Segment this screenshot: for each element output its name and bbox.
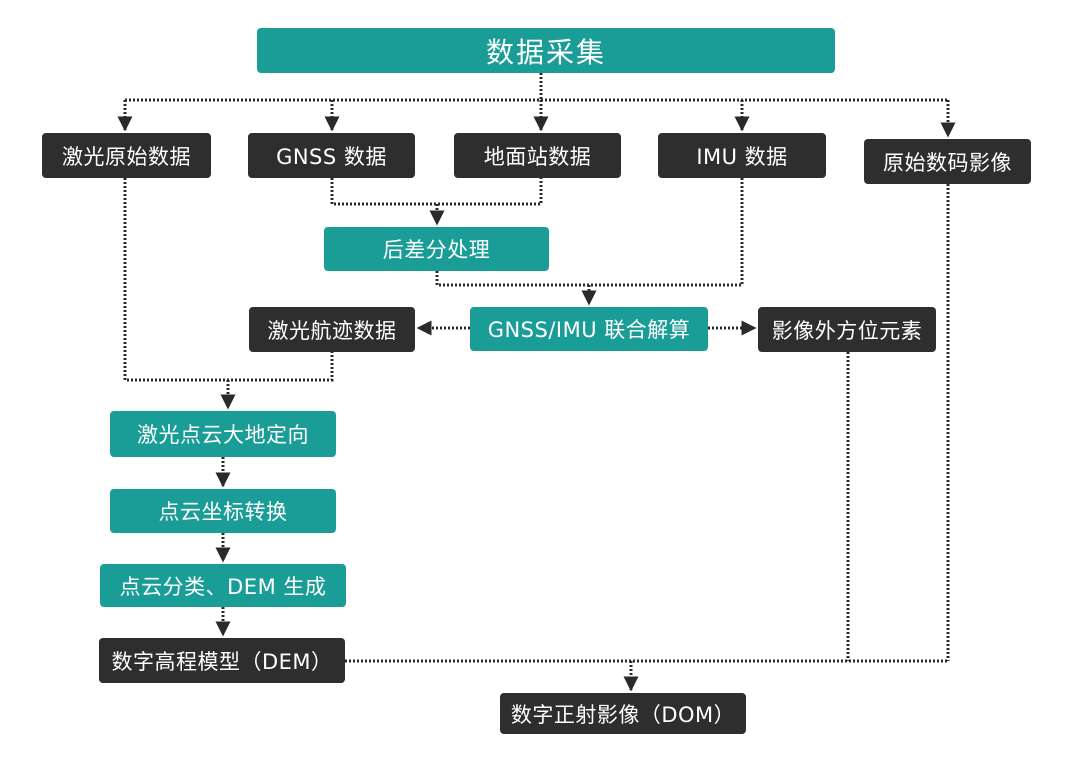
node-data-collection: 数据采集 [257, 28, 835, 73]
node-laser-raw-data: 激光原始数据 [42, 133, 211, 178]
node-gnss-data: GNSS 数据 [248, 133, 415, 178]
node-gnss-imu-joint-solution: GNSS/IMU 联合解算 [470, 307, 708, 351]
node-laser-track-data: 激光航迹数据 [249, 307, 415, 352]
node-raw-digital-image: 原始数码影像 [864, 139, 1031, 184]
node-dom: 数字正射影像（DOM） [500, 693, 746, 734]
node-post-differential-processing: 后差分处理 [324, 227, 549, 271]
connector-postdiff-imu-merge [435, 178, 744, 287]
node-dem: 数字高程模型（DEM） [99, 638, 345, 683]
connector-gnss-ground-merge [330, 178, 543, 206]
node-point-cloud-coord-transform: 点云坐标转换 [110, 489, 336, 533]
node-laser-geo-orientation: 激光点云大地定向 [110, 411, 336, 457]
node-point-cloud-classify-dem: 点云分类、DEM 生成 [100, 564, 346, 607]
node-ground-station-data: 地面站数据 [454, 133, 621, 178]
node-exterior-orientation: 影像外方位元素 [758, 307, 936, 352]
node-imu-data: IMU 数据 [658, 133, 826, 178]
